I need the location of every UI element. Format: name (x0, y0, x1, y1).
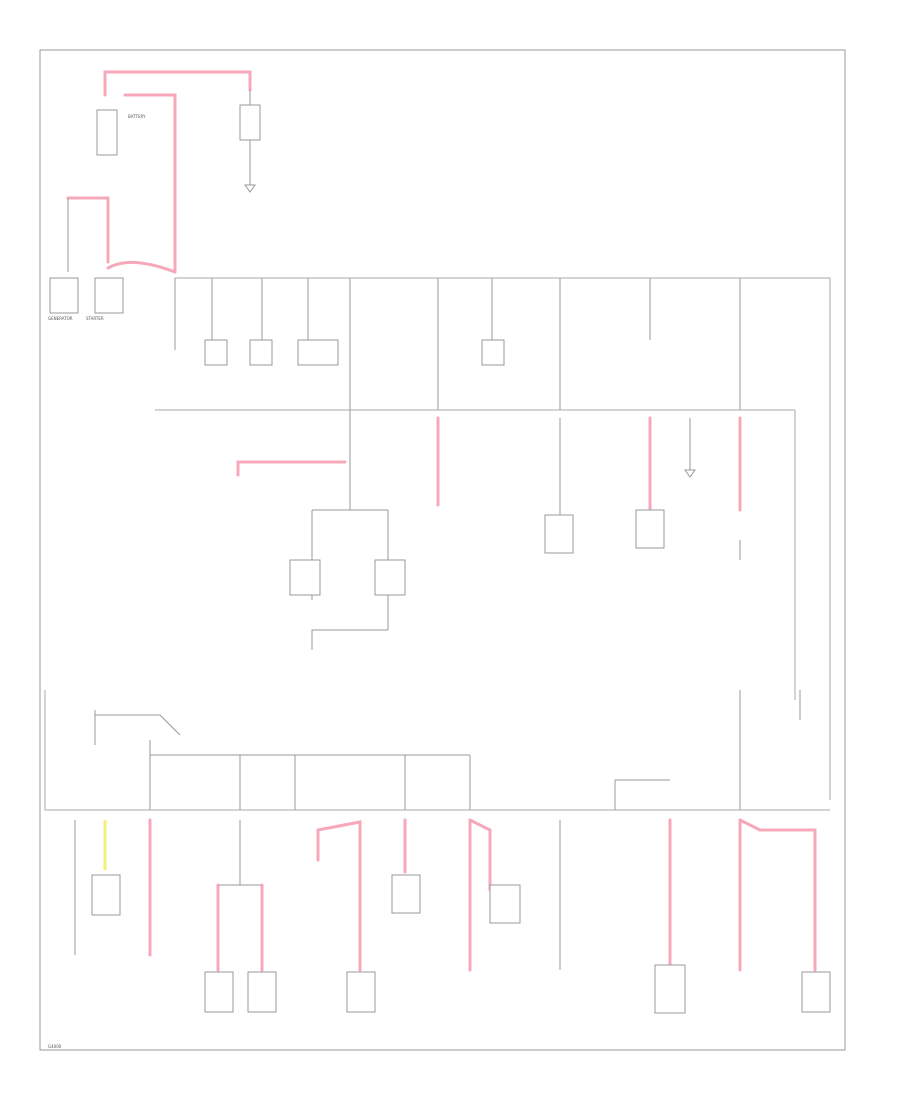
battery-circuit (66, 70, 261, 274)
generator-label: GENERATOR (48, 316, 73, 321)
fusible-link-symbol (239, 104, 261, 141)
lower-fuse-block (44, 690, 830, 811)
battery-symbol (96, 109, 118, 156)
diagram-code: G4000 (48, 1044, 62, 1049)
diagram-frame (39, 49, 846, 1051)
upper-fuse-block (155, 277, 831, 800)
middle-circuits (236, 410, 742, 650)
starter-label: STARTER (86, 316, 104, 321)
battery-label: BATTERY (128, 114, 146, 119)
generator-component (49, 277, 79, 314)
starter-component (94, 277, 124, 314)
bottom-circuits (74, 818, 831, 1014)
